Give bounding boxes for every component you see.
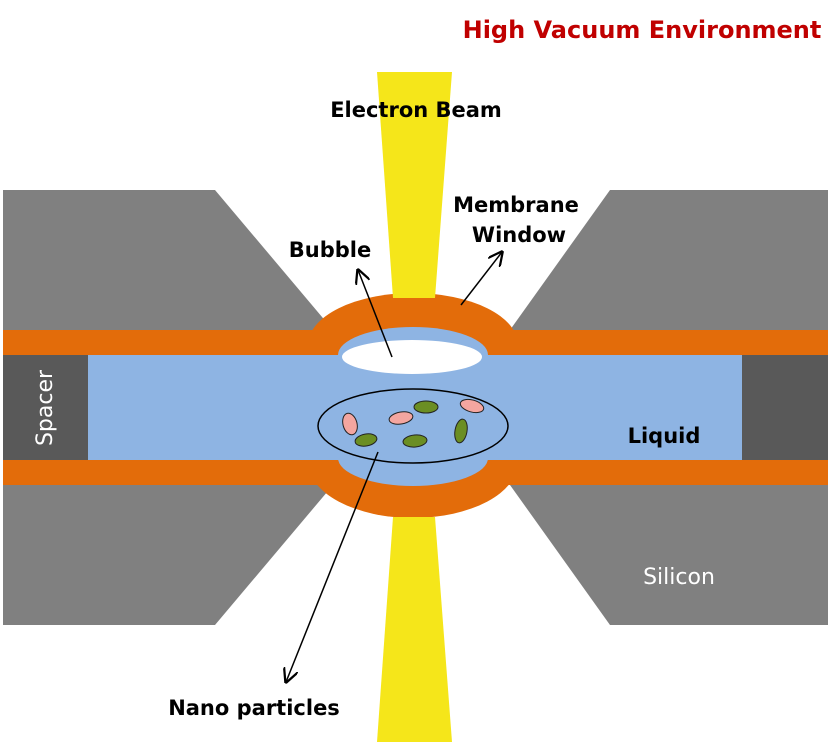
window-label: Window [472,223,566,247]
particle-pink [388,411,414,425]
silicon-top-left [3,190,333,330]
particle-green [454,418,468,444]
particle-pink [459,398,485,414]
nano-particles-arrow [286,451,379,682]
particle-pink [342,412,358,436]
silicon-bottom-left [3,485,333,625]
electron-beam-top [377,72,452,298]
spacer-right [742,355,828,460]
particle-green [354,433,378,447]
bubble [342,340,482,374]
nano-particles-label: Nano particles [168,696,340,720]
spacer-label: Spacer [33,369,58,446]
membrane-window-arrow [460,252,502,306]
title: High Vacuum Environment [463,16,822,44]
electron-beam-bottom [377,517,452,742]
liquid-bottom-dome [338,430,488,486]
bubble-arrow [358,270,393,358]
particle-green [413,400,439,414]
liquid-label: Liquid [628,424,701,448]
nano-particle-region [317,388,509,464]
silicon-bottom-right [510,485,828,625]
electron-beam-label: Electron Beam [330,98,502,122]
bubble-label: Bubble [289,238,371,262]
silicon-top-right [510,190,828,330]
particle-green [402,434,428,448]
membrane-label: Membrane [453,193,579,217]
spacer-left [3,355,88,460]
silicon-label: Silicon [643,565,715,590]
